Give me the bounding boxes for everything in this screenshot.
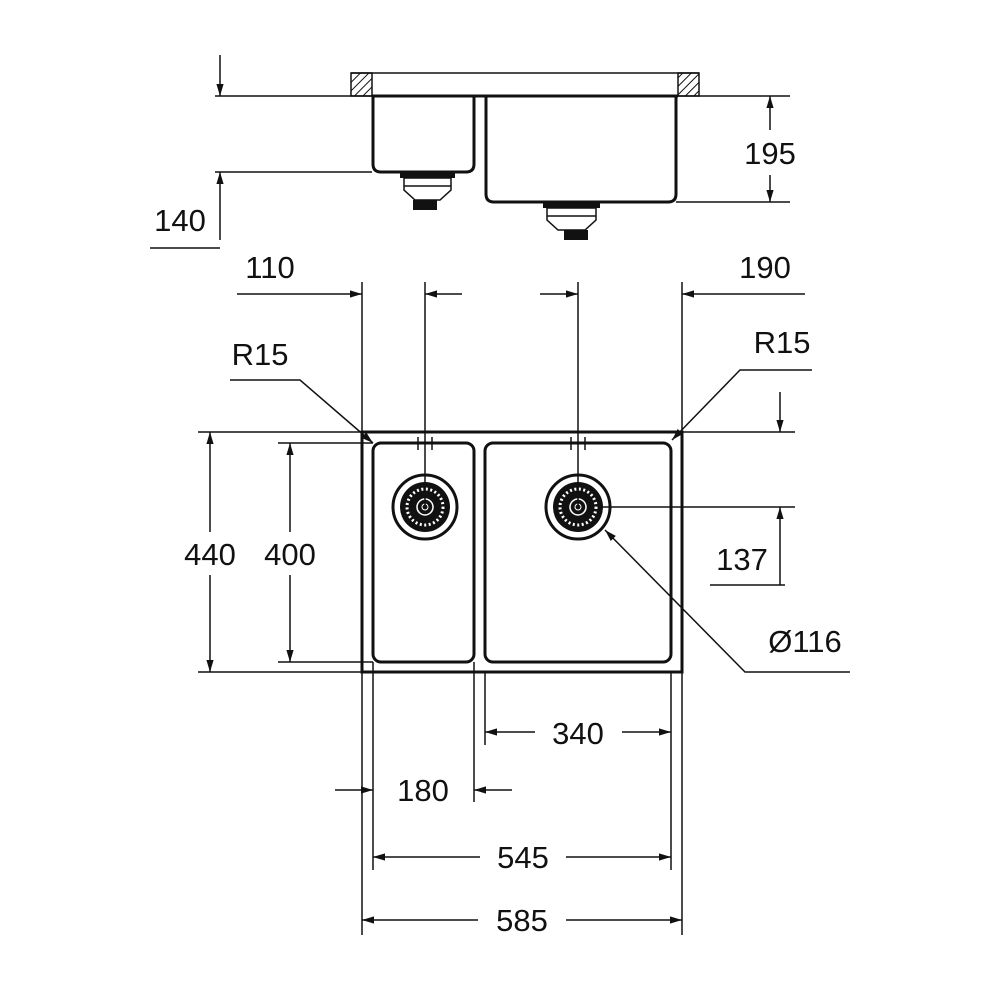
dim-180-label: 180 [397,773,449,808]
right-bowl-profile [484,96,678,204]
sink-outer-outline [360,430,684,674]
plan-view: 110 190 R15 R15 137 Ø116 440 400 [184,250,850,938]
dim-195-label: 195 [744,136,796,171]
dim-190-label: 190 [739,250,791,285]
dim-diameter-label: Ø116 [768,624,842,659]
radius-left-label: R15 [232,337,289,372]
dim-140-label: 140 [154,203,206,238]
radius-right-label: R15 [754,325,811,360]
left-bowl-profile [371,96,476,174]
dim-585-label: 585 [496,903,548,938]
countertop-hatch-left [350,72,373,97]
dim-110-label: 110 [245,250,294,285]
left-bowl [371,441,476,664]
side-view: 140 195 [150,55,796,249]
dim-440-label: 440 [184,537,236,572]
dim-545-label: 545 [497,840,549,875]
countertop-hatch-right [677,72,700,97]
dim-340-label: 340 [552,716,604,751]
right-waste-fitting [543,202,600,240]
dim-137-label: 137 [716,542,768,577]
dim-400-label: 400 [264,537,316,572]
left-waste-fitting [400,172,455,210]
